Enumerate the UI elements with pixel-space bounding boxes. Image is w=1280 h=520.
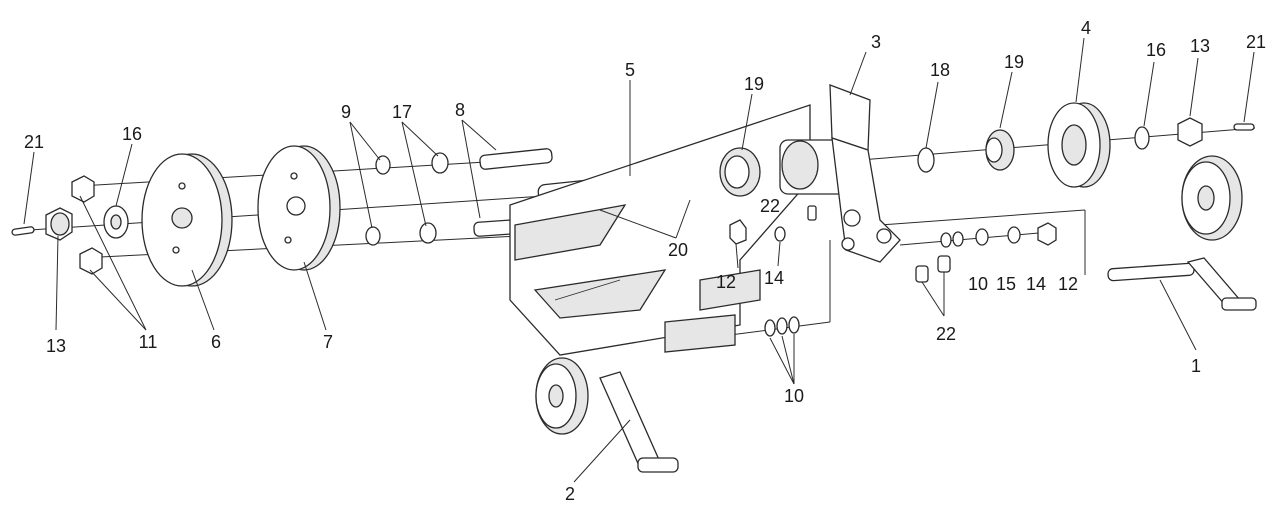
- washers-9-rings-17: [365, 152, 449, 246]
- label-22-lower: 22: [936, 324, 956, 344]
- cotter-pin-right: [1233, 123, 1255, 131]
- label-16-right: 16: [1146, 40, 1166, 60]
- cotter-pin-left: [11, 226, 35, 236]
- label-18: 18: [930, 60, 950, 80]
- label-10-lower: 10: [784, 386, 804, 406]
- label-12-mid: 12: [716, 272, 736, 292]
- label-14-right: 14: [1026, 274, 1046, 294]
- nut-13-right: [1177, 117, 1203, 147]
- label-1: 1: [1191, 356, 1201, 376]
- leader-lines: [23, 37, 1255, 483]
- label-22-top: 22: [760, 196, 780, 216]
- washer-stack-right: [940, 222, 1057, 248]
- label-3: 3: [871, 32, 881, 52]
- label-21-left: 21: [24, 132, 44, 152]
- bracket-3: [829, 84, 901, 263]
- label-6: 6: [211, 332, 221, 352]
- label-16-left: 16: [122, 124, 142, 144]
- bearing-19-right: [985, 129, 1015, 171]
- label-21-right: 21: [1246, 32, 1266, 52]
- pulley-4: [1047, 102, 1111, 188]
- nut-13-left: [45, 207, 73, 241]
- bearing-19-left: [719, 147, 761, 197]
- label-2: 2: [565, 484, 575, 504]
- retaining-ring-18: [917, 147, 935, 173]
- pulley-6: [141, 153, 233, 287]
- bracket-hub: [779, 139, 851, 195]
- label-4: 4: [1081, 18, 1091, 38]
- label-17: 17: [392, 102, 412, 122]
- washer-16-left: [103, 205, 129, 239]
- label-7: 7: [323, 332, 333, 352]
- washers-10-lower: [764, 316, 800, 337]
- bolt-heads-11: [71, 175, 103, 275]
- label-10-right: 10: [968, 274, 988, 294]
- label-19-right: 19: [1004, 52, 1024, 72]
- grease-fittings-22: [807, 205, 951, 283]
- label-13-left: 13: [46, 336, 66, 356]
- label-13-right: 13: [1190, 36, 1210, 56]
- label-12-right: 12: [1058, 274, 1078, 294]
- label-20: 20: [668, 240, 688, 260]
- label-8: 8: [455, 100, 465, 120]
- pulley-7: [257, 145, 341, 271]
- label-5: 5: [625, 60, 635, 80]
- nut-12-washer-14-mid: [729, 219, 786, 245]
- washer-16-right: [1134, 126, 1150, 150]
- label-9: 9: [341, 102, 351, 122]
- guard-housing: [509, 104, 811, 356]
- label-19-left: 19: [744, 74, 764, 94]
- label-11: 11: [139, 332, 158, 352]
- label-15: 15: [996, 274, 1016, 294]
- callout-labels: 1 2 3 4 5 6 7 8 9 10 10 11 12 12 13 13 1…: [24, 18, 1266, 504]
- idler-arm-1: [1107, 155, 1257, 311]
- label-14-mid: 14: [764, 268, 784, 288]
- idler-arm-2: [535, 357, 679, 473]
